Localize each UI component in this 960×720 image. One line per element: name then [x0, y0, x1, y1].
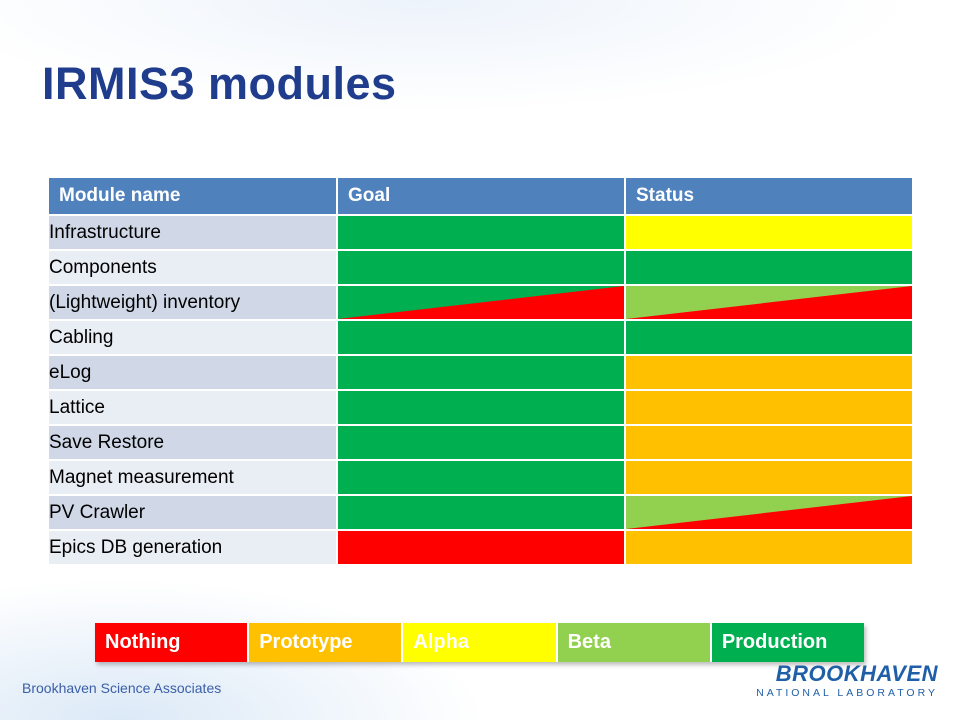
- legend-item-production: Production: [711, 623, 865, 662]
- module-name-cell: eLog: [47, 354, 338, 391]
- legend-item-beta: Beta: [557, 623, 712, 662]
- module-name-cell: Epics DB generation: [47, 529, 338, 566]
- logo-main-text: BROOKHAVEN: [775, 661, 938, 686]
- goal-primary-fill: [339, 427, 623, 458]
- status-secondary-fill: [634, 287, 911, 318]
- table-row: Lattice: [47, 389, 914, 426]
- status-fill: [627, 392, 911, 423]
- status-fill: [627, 217, 911, 248]
- status-primary-fill: [627, 427, 911, 458]
- status-cell: [624, 354, 914, 391]
- table-row: Save Restore: [47, 424, 914, 461]
- status-primary-fill: [627, 392, 911, 423]
- goal-primary-fill: [339, 392, 623, 423]
- status-primary-fill: [627, 217, 911, 248]
- goal-primary-fill: [339, 252, 623, 283]
- legend-item-nothing: Nothing: [95, 623, 250, 662]
- goal-fill: [339, 322, 623, 353]
- status-fill: [627, 322, 911, 353]
- module-name-cell: Magnet measurement: [47, 459, 338, 496]
- logo-sub-text: NATIONAL LABORATORY: [756, 687, 938, 699]
- footer-org-name: Brookhaven Science Associates: [22, 680, 222, 696]
- goal-cell: [336, 494, 626, 531]
- goal-fill: [339, 287, 623, 318]
- status-cell: [624, 214, 914, 251]
- goal-secondary-fill: [346, 287, 623, 318]
- status-fill: [627, 462, 911, 493]
- table-row: Epics DB generation: [47, 529, 914, 566]
- goal-fill: [339, 462, 623, 493]
- brookhaven-logo: BROOKHAVEN NATIONAL LABORATORY: [756, 662, 938, 700]
- legend-item-prototype: Prototype: [249, 623, 404, 662]
- status-cell: [624, 284, 914, 321]
- goal-primary-fill: [339, 217, 623, 248]
- table-row: (Lightweight) inventory: [47, 284, 914, 321]
- goal-cell: [336, 529, 626, 566]
- table-row: Infrastructure: [47, 214, 914, 251]
- status-primary-fill: [627, 462, 911, 493]
- goal-primary-fill: [339, 357, 623, 388]
- goal-fill: [339, 357, 623, 388]
- status-cell: [624, 494, 914, 531]
- status-primary-fill: [627, 357, 911, 388]
- module-name-cell: PV Crawler: [47, 494, 338, 531]
- table-row: eLog: [47, 354, 914, 391]
- module-name-cell: Cabling: [47, 319, 338, 356]
- status-fill: [627, 427, 911, 458]
- status-primary-fill: [627, 252, 911, 283]
- status-cell: [624, 319, 914, 356]
- status-fill: [627, 357, 911, 388]
- status-cell: [624, 424, 914, 461]
- goal-cell: [336, 389, 626, 426]
- goal-fill: [339, 392, 623, 423]
- goal-cell: [336, 284, 626, 321]
- status-primary-fill: [627, 532, 911, 563]
- status-primary-fill: [627, 322, 911, 353]
- goal-primary-fill: [339, 322, 623, 353]
- table-header-row: Module name Goal Status: [47, 176, 914, 216]
- goal-primary-fill: [339, 497, 623, 528]
- status-fill: [627, 532, 911, 563]
- goal-primary-fill: [339, 532, 623, 563]
- module-name-cell: Lattice: [47, 389, 338, 426]
- status-cell: [624, 459, 914, 496]
- goal-fill: [339, 497, 623, 528]
- table-row: Magnet measurement: [47, 459, 914, 496]
- goal-fill: [339, 217, 623, 248]
- goal-fill: [339, 427, 623, 458]
- module-name-cell: (Lightweight) inventory: [47, 284, 338, 321]
- status-fill: [627, 252, 911, 283]
- goal-cell: [336, 319, 626, 356]
- module-name-cell: Save Restore: [47, 424, 338, 461]
- goal-cell: [336, 424, 626, 461]
- goal-fill: [339, 532, 623, 563]
- goal-cell: [336, 354, 626, 391]
- goal-primary-fill: [339, 462, 623, 493]
- status-cell: [624, 529, 914, 566]
- slide-title: IRMIS3 modules: [42, 58, 397, 109]
- goal-cell: [336, 249, 626, 286]
- status-cell: [624, 249, 914, 286]
- header-module-name: Module name: [47, 176, 338, 216]
- status-secondary-fill: [634, 497, 911, 528]
- table-row: Components: [47, 249, 914, 286]
- goal-cell: [336, 459, 626, 496]
- module-name-cell: Components: [47, 249, 338, 286]
- goal-fill: [339, 252, 623, 283]
- status-fill: [627, 497, 911, 528]
- goal-cell: [336, 214, 626, 251]
- header-status: Status: [624, 176, 914, 216]
- legend-item-alpha: Alpha: [403, 623, 558, 662]
- status-fill: [627, 287, 911, 318]
- status-cell: [624, 389, 914, 426]
- header-goal: Goal: [336, 176, 626, 216]
- table-row: PV Crawler: [47, 494, 914, 531]
- module-name-cell: Infrastructure: [47, 214, 338, 251]
- table-row: Cabling: [47, 319, 914, 356]
